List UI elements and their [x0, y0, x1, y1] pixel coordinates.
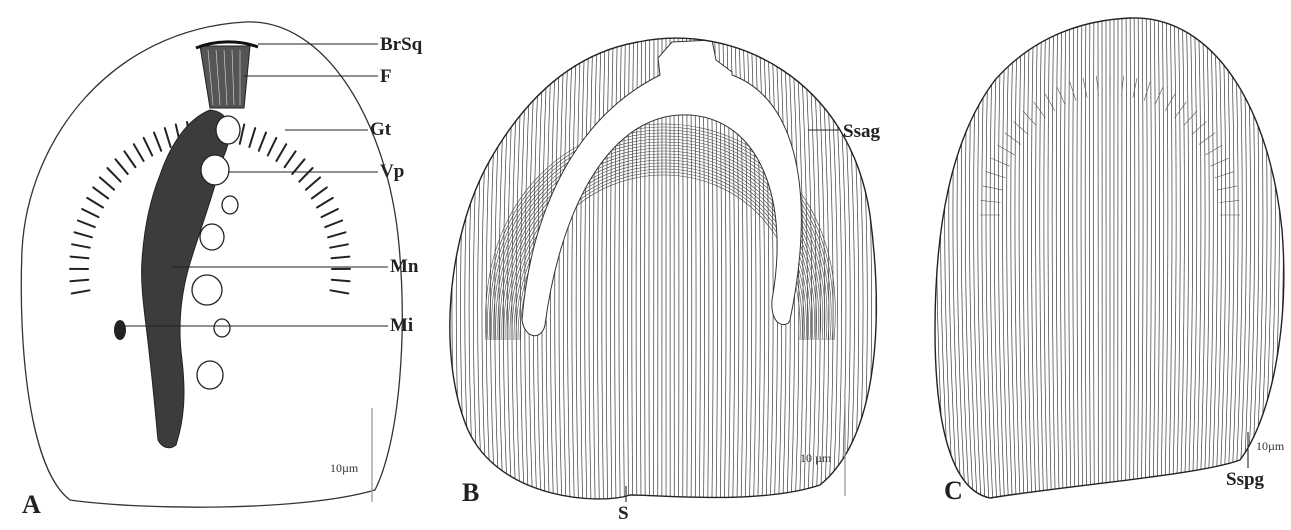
scale-label-c: 10µm — [1256, 440, 1284, 452]
label-mi: Mi — [390, 316, 413, 335]
label-sspg: Sspg — [1226, 470, 1264, 489]
panel-c-drawing — [924, 0, 1291, 525]
label-s: S — [618, 504, 629, 523]
label-gt: Gt — [370, 120, 391, 139]
cell-outline-c — [935, 18, 1284, 498]
label-mn: Mn — [390, 257, 419, 276]
panel-letter-b: B — [462, 480, 479, 506]
panel-letter-c: C — [944, 478, 963, 504]
label-ssag: Ssag — [843, 122, 880, 141]
label-brsq: BrSq — [380, 35, 422, 54]
panel-b-drawing — [435, 0, 893, 525]
oral-apparatus — [196, 42, 258, 108]
label-vp: Vp — [380, 162, 404, 181]
scale-label-b: 10 µm — [800, 452, 831, 464]
label-f: F — [380, 67, 392, 86]
panel-letter-a: A — [22, 492, 41, 518]
micronucleus — [114, 320, 126, 340]
scale-label-a: 10µm — [330, 462, 358, 474]
panel-a-drawing — [21, 22, 402, 507]
